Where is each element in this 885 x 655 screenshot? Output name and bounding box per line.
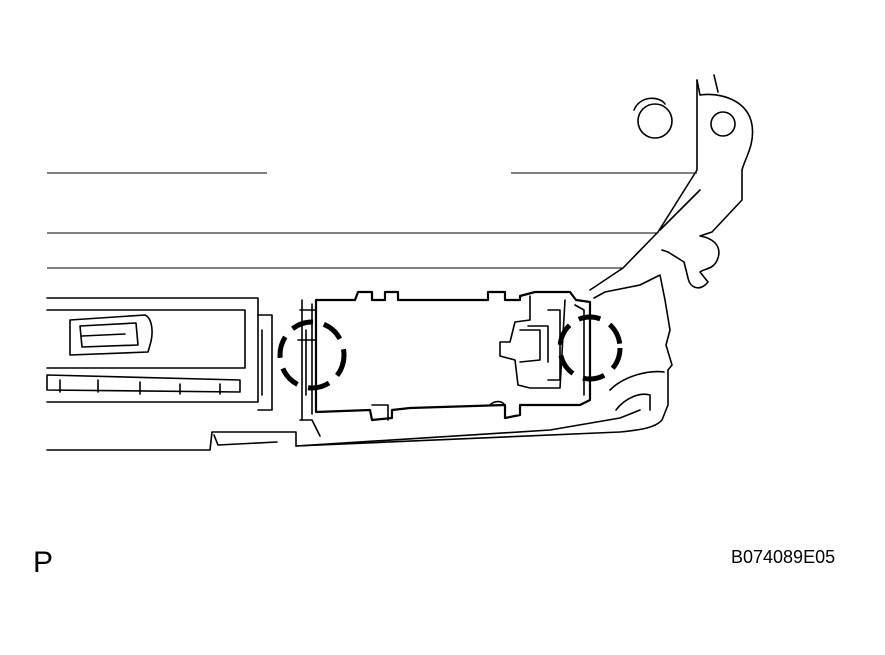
clip-callout-left — [277, 319, 347, 391]
bolt-hole-left — [637, 103, 673, 139]
base-plate — [46, 274, 673, 451]
mounting-bracket — [589, 74, 754, 291]
left-connector — [46, 297, 273, 411]
upper-panel-lines — [47, 172, 697, 269]
figure-code: B074089E05 — [731, 547, 836, 567]
view-label: P — [33, 546, 54, 579]
bolt-hole-right — [710, 111, 736, 137]
clip-callout-right — [557, 314, 623, 382]
